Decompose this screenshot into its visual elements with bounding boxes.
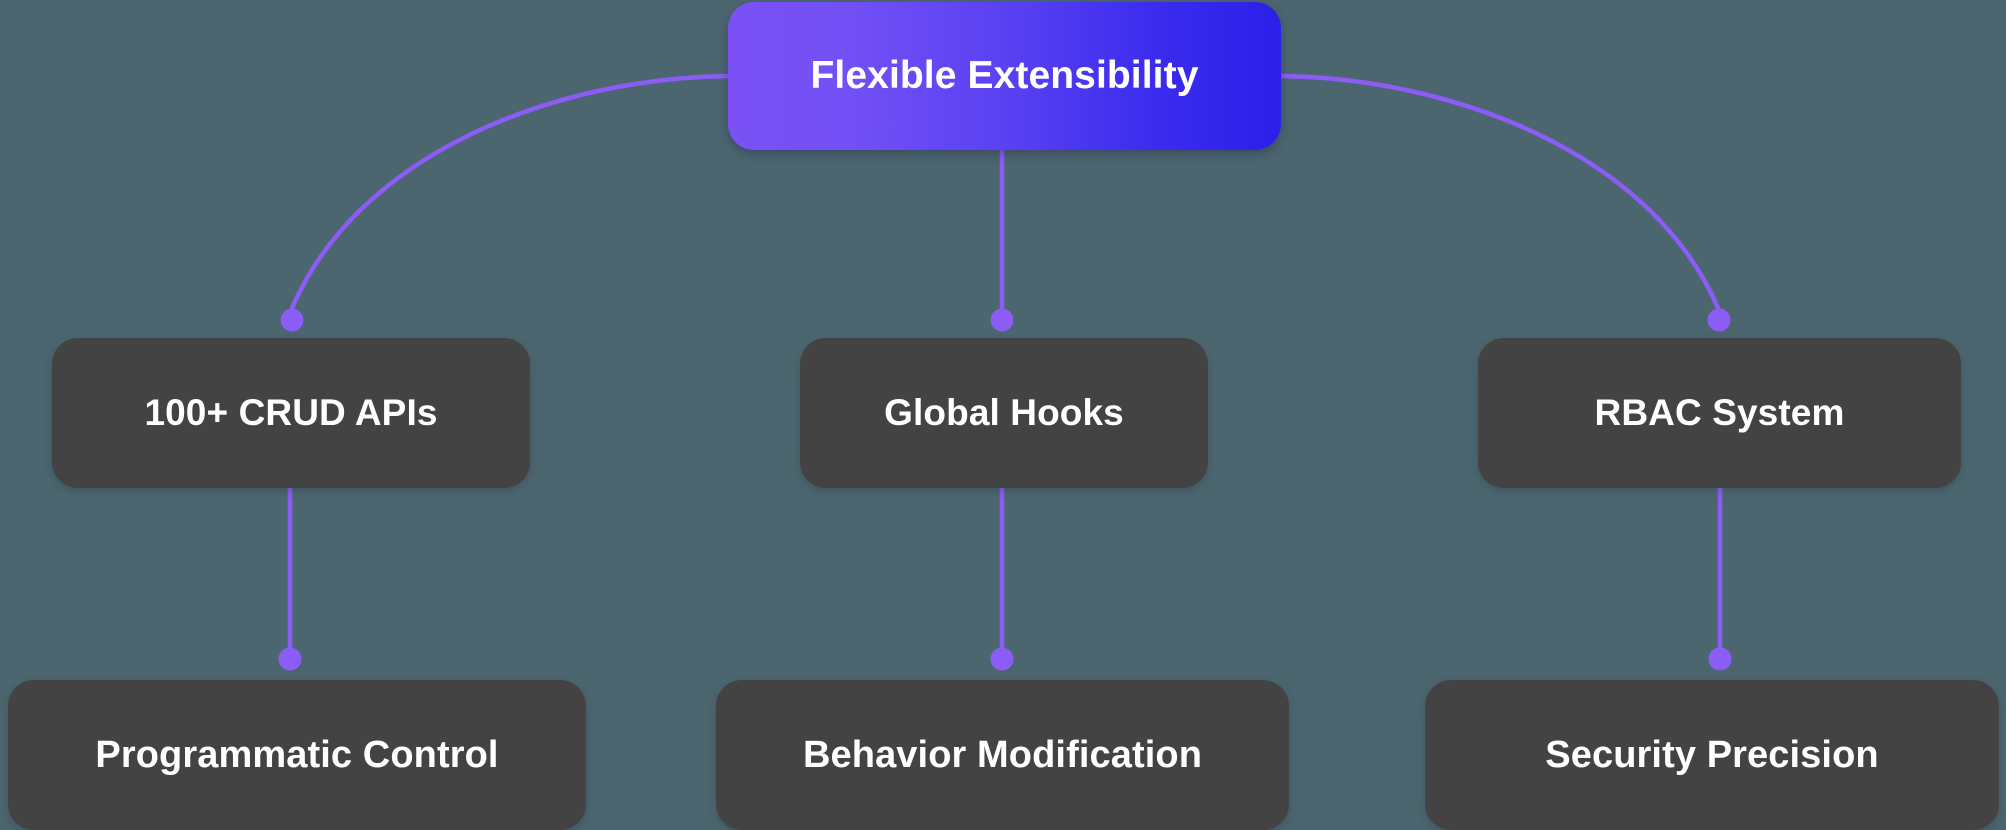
node-leaf-programmatic-control-label: Programmatic Control — [95, 733, 499, 776]
connector-dot-programmatic-control — [278, 647, 302, 671]
connector-dot-rbac-system — [1707, 308, 1731, 332]
node-branch-global-hooks[interactable]: Global Hooks — [800, 338, 1208, 488]
edge-root-to-crud-apis — [289, 73, 731, 311]
node-branch-rbac-system-label: RBAC System — [1594, 392, 1845, 433]
node-branch-crud-apis-label: 100+ CRUD APIs — [144, 392, 438, 433]
connector-dot-security-precision — [1708, 647, 1732, 671]
connector-dot-crud-apis — [280, 308, 304, 332]
node-root-flexible-extensibility[interactable]: Flexible Extensibility — [728, 2, 1281, 150]
node-branch-global-hooks-label: Global Hooks — [884, 392, 1124, 433]
connector-dot-behavior-modification — [990, 647, 1014, 671]
node-leaf-security-precision[interactable]: Security Precision — [1425, 680, 1999, 830]
node-branch-crud-apis[interactable]: 100+ CRUD APIs — [52, 338, 530, 488]
node-leaf-behavior-modification-label: Behavior Modification — [802, 733, 1203, 776]
node-leaf-behavior-modification[interactable]: Behavior Modification — [716, 680, 1289, 830]
node-leaf-programmatic-control[interactable]: Programmatic Control — [8, 680, 586, 830]
node-leaf-security-precision-label: Security Precision — [1545, 733, 1879, 776]
edge-root-to-rbac-system — [1278, 73, 1721, 311]
node-branch-rbac-system[interactable]: RBAC System — [1478, 338, 1961, 488]
connector-dot-global-hooks — [990, 308, 1014, 332]
node-root-label: Flexible Extensibility — [810, 54, 1199, 97]
